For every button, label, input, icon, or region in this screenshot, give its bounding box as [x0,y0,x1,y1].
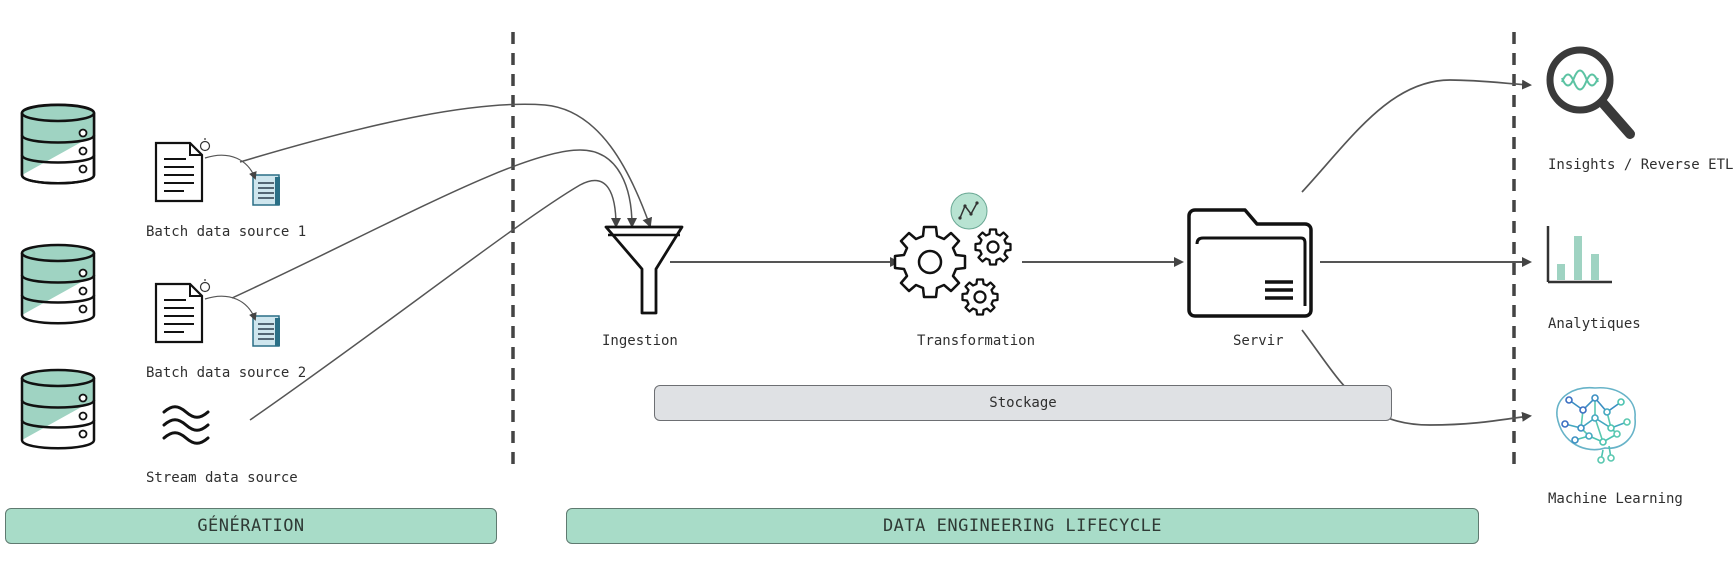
gear-icon [893,225,967,299]
magnifier-icon [1546,46,1635,139]
source-label-batch-1: Batch data source 1 [146,224,307,240]
stage-label-transformation: Transformation [917,333,1036,349]
funnel-icon [604,225,684,315]
source-label-stream: Stream data source [146,470,298,486]
stage-label-serving: Servir [1233,333,1284,349]
generation-band: GÉNÉRATION [5,508,497,544]
document-icon [154,282,204,344]
timer-icon [199,138,211,152]
lifecycle-band-label: DATA ENGINEERING LIFECYCLE [882,516,1163,536]
notebook-icon [252,174,280,206]
database-icon [20,243,96,325]
gear-icon [961,278,999,316]
database-icon [20,103,96,185]
flow-arrow-ml [1301,329,1532,426]
analysis-badge-icon [950,192,988,230]
notebook-icon [252,315,280,347]
output-label-analytics: Analytiques [1548,316,1641,332]
flow-arrow-batch1 [239,103,653,228]
output-label-ml: Machine Learning [1548,491,1683,507]
timer-icon [199,279,211,293]
output-label-insights: Insights / Reverse ETL [1548,157,1734,173]
flow-arrow-stream [249,179,621,421]
bar-chart-icon [1546,226,1612,284]
folder-icon [1187,208,1313,318]
stream-icon [162,405,210,445]
storage-bar: Stockage [654,385,1392,421]
brain-network-icon [1556,387,1636,464]
flow-arrow-insights [1301,79,1532,193]
database-icon [20,368,96,450]
stage-label-ingestion: Ingestion [602,333,678,349]
storage-label: Stockage [989,395,1057,411]
document-icon [154,141,204,203]
flow-arrow-batch2 [231,149,637,299]
gear-icon [974,228,1012,266]
source-label-batch-2: Batch data source 2 [146,365,307,381]
lifecycle-band: DATA ENGINEERING LIFECYCLE [566,508,1479,544]
connector-arrow [204,154,257,180]
generation-band-label: GÉNÉRATION [197,516,305,536]
connector-arrow [204,295,257,321]
